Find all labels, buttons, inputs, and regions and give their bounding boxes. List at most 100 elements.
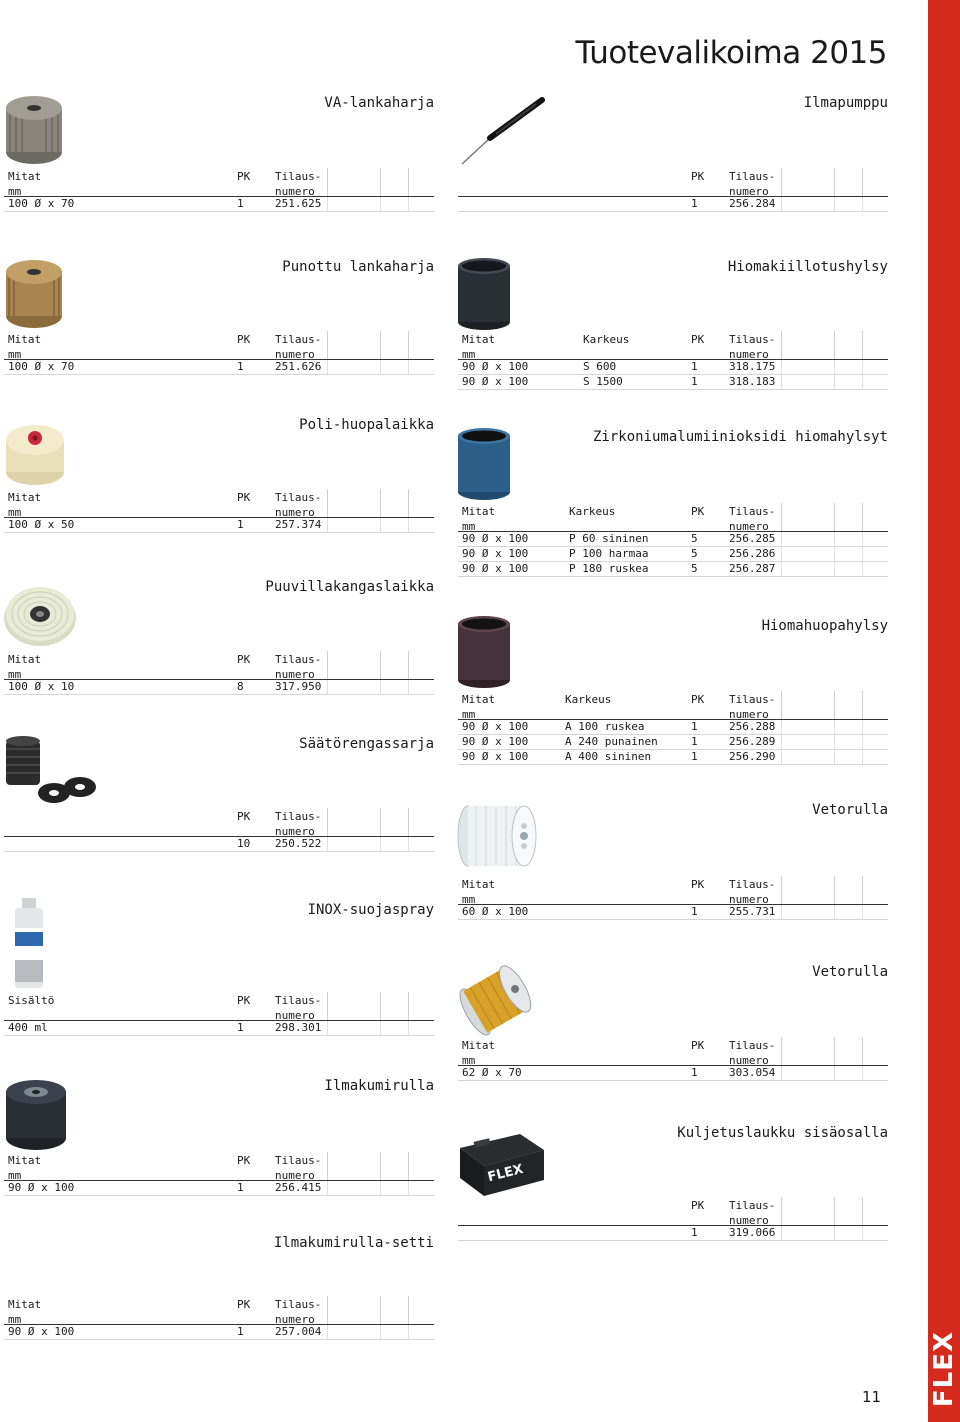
spec-table-inox-suojaspray: Sisältö PK Tilaus- numero 400 ml 1 298.3…: [4, 992, 434, 1036]
table-column-divider: [862, 532, 863, 546]
product-title-ilmakumirulla: Ilmakumirulla: [324, 1077, 434, 1094]
cotton-wheel-image: [2, 578, 78, 654]
table-column-divider: [408, 680, 409, 694]
table-row: 90 Ø x 100 A 400 sininen 1 256.290: [458, 750, 888, 765]
table-cell: 1: [237, 518, 244, 531]
spec-table-ilmapumppu: PK Tilaus- numero 1 256.284: [458, 168, 888, 212]
table-cell: 90 Ø x 100: [8, 1181, 75, 1194]
table-row: 100 Ø x 70 1 251.626: [4, 360, 434, 375]
table-cell: 256.286: [729, 547, 776, 560]
table-column-divider: [834, 547, 835, 561]
table-cell: Mitat mm: [462, 333, 496, 361]
table-header: Sisältö PK Tilaus- numero: [4, 992, 434, 1022]
table-cell: Tilaus- numero: [275, 994, 322, 1022]
table-cell: 250.522: [275, 837, 322, 850]
product-title-poli-huopalaikka: Poli-huopalaikka: [299, 416, 434, 433]
table-row: 100 Ø x 70 1 251.625: [4, 197, 434, 212]
table-cell: Mitat mm: [462, 693, 496, 721]
table-column-divider: [781, 1226, 782, 1240]
table-header: Mitat mm PK Tilaus- numero: [4, 489, 434, 519]
table-column-divider: [380, 331, 381, 359]
table-column-divider: [380, 168, 381, 196]
table-cell: 298.301: [275, 1021, 322, 1034]
table-column-divider: [834, 1226, 835, 1240]
spec-table-hiomakiillotushylsy: Mitat mm Karkeus PK Tilaus- numero 90 Ø …: [458, 331, 888, 390]
spec-table-saatorengassarja: PK Tilaus- numero 10 250.522: [4, 808, 434, 852]
table-column-divider: [781, 503, 782, 531]
table-cell: PK: [237, 1154, 251, 1167]
table-header: Mitat mm PK Tilaus- numero: [4, 331, 434, 361]
table-cell: P 60 sininen: [569, 532, 649, 545]
air-rubber-roller-image: [4, 1078, 68, 1156]
table-column-divider: [408, 489, 409, 517]
table-column-divider: [834, 331, 835, 359]
table-cell: PK: [691, 505, 705, 518]
table-column-divider: [408, 168, 409, 196]
product-title-hiomakiillotushylsy: Hiomakiillotushylsy: [727, 258, 888, 275]
table-cell: PK: [237, 994, 251, 1007]
table-row: 90 Ø x 100 1 257.004: [4, 1325, 434, 1340]
product-title-puuvillakangaslaikka: Puuvillakangaslaikka: [265, 578, 434, 595]
table-column-divider: [380, 1325, 381, 1339]
table-cell: 256.290: [729, 750, 776, 763]
table-column-divider: [380, 808, 381, 836]
table-cell: 10: [237, 837, 251, 850]
table-cell: 1: [237, 197, 244, 210]
table-cell: Mitat mm: [462, 878, 496, 906]
table-column-divider: [408, 1181, 409, 1195]
table-column-divider: [862, 547, 863, 561]
table-header: Mitat mm PK Tilaus- numero: [4, 1152, 434, 1182]
table-column-divider: [781, 750, 782, 764]
table-column-divider: [781, 720, 782, 734]
table-header: Mitat mm PK Tilaus- numero: [458, 876, 888, 906]
table-cell: 256.288: [729, 720, 776, 733]
table-column-divider: [380, 489, 381, 517]
table-column-divider: [834, 750, 835, 764]
spec-table-vetorulla-1: Mitat mm PK Tilaus- numero 60 Ø x 100 1 …: [458, 876, 888, 920]
spec-table-kuljetuslaukku: PK Tilaus- numero 1 319.066: [458, 1197, 888, 1241]
spec-table-ilmakumirulla: Mitat mm PK Tilaus- numero 90 Ø x 100 1 …: [4, 1152, 434, 1196]
table-cell: 5: [691, 547, 698, 560]
table-column-divider: [862, 503, 863, 531]
table-column-divider: [834, 197, 835, 211]
spec-table-punottu-lankaharja: Mitat mm PK Tilaus- numero 100 Ø x 70 1 …: [4, 331, 434, 375]
table-cell: PK: [691, 878, 705, 891]
table-cell: 256.284: [729, 197, 776, 210]
table-cell: 1: [691, 360, 698, 373]
table-cell: Mitat mm: [8, 1154, 42, 1182]
spec-table-puuvillakangaslaikka: Mitat mm PK Tilaus- numero 100 Ø x 10 8 …: [4, 651, 434, 695]
table-column-divider: [834, 503, 835, 531]
table-row: 1 319.066: [458, 1226, 888, 1241]
table-cell: 90 Ø x 100: [462, 735, 529, 748]
table-header: Mitat mm PK Tilaus- numero: [458, 1037, 888, 1067]
table-cell: 1: [691, 905, 698, 918]
table-column-divider: [834, 1037, 835, 1065]
table-column-divider: [327, 680, 328, 694]
table-column-divider: [834, 691, 835, 719]
table-column-divider: [327, 1152, 328, 1180]
table-cell: PK: [237, 333, 251, 346]
table-cell: 100 Ø x 10: [8, 680, 75, 693]
table-column-divider: [781, 1066, 782, 1080]
table-cell: S 600: [583, 360, 617, 373]
table-cell: Karkeus: [569, 505, 616, 518]
product-title-hiomahuopahylsy: Hiomahuopahylsy: [761, 617, 888, 634]
table-cell: Tilaus- numero: [729, 878, 776, 906]
yellow-roller-image: [458, 962, 534, 1042]
table-row: 400 ml 1 298.301: [4, 1021, 434, 1036]
table-cell: 257.374: [275, 518, 322, 531]
carrying-case-image: FLEX: [456, 1126, 546, 1204]
table-column-divider: [380, 518, 381, 532]
table-row: 90 Ø x 100 A 240 punainen 1 256.289: [458, 735, 888, 750]
abrasive-felt-sleeve-image: [456, 614, 512, 694]
table-cell: 1: [237, 1325, 244, 1338]
table-cell: P 180 ruskea: [569, 562, 649, 575]
table-row: 60 Ø x 100 1 255.731: [458, 905, 888, 920]
table-cell: Mitat mm: [8, 333, 42, 361]
table-cell: 256.287: [729, 562, 776, 575]
polishing-sleeve-image: [456, 256, 512, 336]
table-column-divider: [862, 691, 863, 719]
table-column-divider: [327, 651, 328, 679]
table-row: 90 Ø x 100 S 1500 1 318.183: [458, 375, 888, 390]
red-side-bar: [928, 0, 960, 1422]
